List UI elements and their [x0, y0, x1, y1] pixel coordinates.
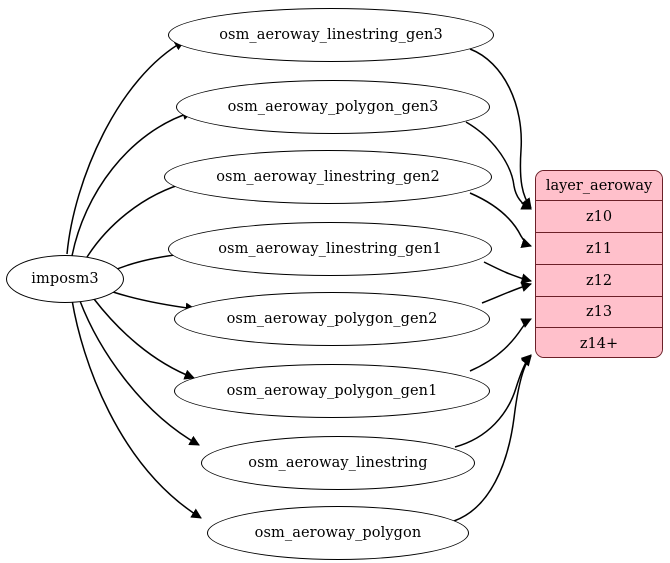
- edge-imposm3-to-polygon-gen2: [112, 291, 197, 313]
- node-osm-aeroway-polygon-gen3[interactable]: osm_aeroway_polygon_gen3: [176, 80, 490, 134]
- edge-imposm3-to-linestring-gen3: [66, 40, 185, 255]
- node-label: osm_aeroway_polygon_gen3: [227, 99, 439, 115]
- record-row-z13[interactable]: z13: [536, 297, 662, 328]
- node-osm-aeroway-linestring-gen2[interactable]: osm_aeroway_linestring_gen2: [164, 150, 492, 204]
- node-imposm3-label: imposm3: [31, 271, 99, 287]
- edge-imposm3-to-linestring-gen2: [83, 179, 191, 263]
- edge-imposm3-to-polygon: [71, 299, 202, 519]
- layer-aeroway-record[interactable]: layer_aeroway z10 z11 z12 z13 z14+: [535, 170, 663, 358]
- edge-linestring-gen3-to-z10: [469, 48, 532, 209]
- node-label: osm_aeroway_polygon: [254, 525, 422, 541]
- edge-polygon-gen3-to-z10: [465, 121, 532, 210]
- node-label: osm_aeroway_polygon_gen2: [226, 311, 438, 327]
- edge-polygon-to-z14: [453, 355, 532, 522]
- node-label: osm_aeroway_linestring_gen3: [219, 27, 443, 43]
- node-label: osm_aeroway_linestring_gen1: [218, 241, 442, 257]
- edge-polygon-gen2-to-z12: [481, 281, 533, 304]
- record-header-row: layer_aeroway: [536, 171, 662, 201]
- record-row-label: z14+: [579, 335, 619, 352]
- record-row-z10[interactable]: z10: [536, 201, 662, 233]
- node-osm-aeroway-linestring-gen3[interactable]: osm_aeroway_linestring_gen3: [168, 8, 494, 62]
- node-osm-aeroway-linestring[interactable]: osm_aeroway_linestring: [201, 436, 475, 490]
- edge-polygon-gen1-to-z13: [469, 318, 532, 372]
- record-row-label: z13: [585, 304, 613, 320]
- node-label: osm_aeroway_linestring: [248, 455, 428, 471]
- edge-imposm3-to-polygon-gen1: [93, 298, 195, 380]
- record-row-z12[interactable]: z12: [536, 265, 662, 297]
- record-row-z11[interactable]: z11: [536, 233, 662, 265]
- edge-linestring-gen1-to-z12: [483, 261, 533, 284]
- node-osm-aeroway-polygon-gen1[interactable]: osm_aeroway_polygon_gen1: [174, 364, 490, 418]
- node-osm-aeroway-polygon[interactable]: osm_aeroway_polygon: [207, 506, 469, 560]
- record-row-label: z10: [585, 208, 613, 225]
- record-row-z14plus[interactable]: z14+: [536, 328, 662, 357]
- node-osm-aeroway-polygon-gen2[interactable]: osm_aeroway_polygon_gen2: [174, 292, 490, 346]
- record-row-label: z11: [585, 240, 613, 257]
- record-row-label: z12: [585, 272, 613, 289]
- node-osm-aeroway-linestring-gen1[interactable]: osm_aeroway_linestring_gen1: [168, 222, 492, 276]
- edge-imposm3-to-linestring: [79, 300, 200, 446]
- node-label: osm_aeroway_linestring_gen2: [216, 169, 440, 185]
- edge-imposm3-to-polygon-gen3: [71, 109, 194, 257]
- node-imposm3[interactable]: imposm3: [6, 255, 124, 303]
- edge-linestring-gen2-to-z11: [469, 192, 532, 248]
- node-label: osm_aeroway_polygon_gen1: [226, 383, 438, 399]
- record-header-label: layer_aeroway: [545, 177, 653, 194]
